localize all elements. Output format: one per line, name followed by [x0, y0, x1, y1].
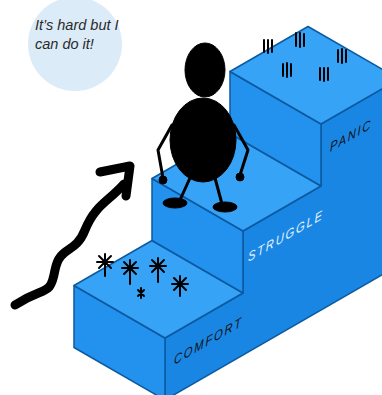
person-hand	[236, 173, 244, 181]
person-hand	[159, 176, 167, 184]
flower	[122, 260, 138, 284]
person-body	[170, 98, 236, 182]
arrow-head	[100, 166, 130, 196]
grass-tuft	[338, 49, 346, 63]
speech-text: It’s hard but I can do it!	[35, 16, 127, 54]
flower	[97, 254, 113, 276]
flower	[150, 258, 166, 282]
flower	[172, 276, 188, 296]
grass-tuft	[320, 68, 328, 81]
person-arms	[158, 125, 248, 178]
grass-tuft	[283, 63, 291, 77]
speech-bubble: It’s hard but I can do it!	[27, 0, 123, 92]
person-head	[185, 43, 225, 97]
person-foot	[163, 198, 187, 208]
flower	[138, 288, 144, 298]
person-legs	[180, 178, 222, 204]
person-foot	[213, 202, 237, 212]
progress-arrow	[15, 184, 124, 305]
step-top	[230, 27, 382, 125]
grass-tuft	[264, 40, 272, 53]
grass-tuft	[296, 33, 304, 47]
